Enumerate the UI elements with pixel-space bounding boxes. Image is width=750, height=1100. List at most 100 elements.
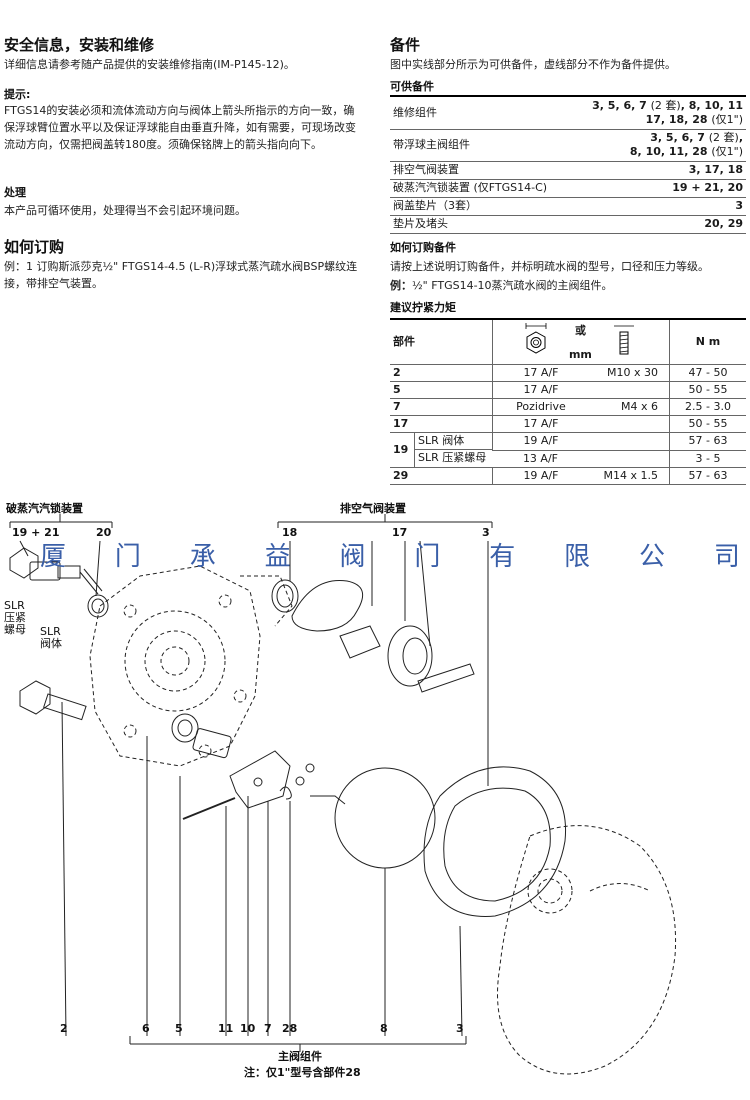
spring-part (279, 786, 292, 800)
spares-row: 阀盖垫片（3套） 3 (390, 197, 746, 216)
part-number-label: 19 + 21 (12, 526, 60, 539)
part-number-label: 18 (282, 526, 298, 539)
plug-part (192, 728, 232, 759)
bracket-part (229, 750, 291, 809)
torque-tool: 19 A/F (491, 432, 670, 451)
main-assembly-bracket (129, 1036, 467, 1052)
spares-row: 垫片及堵头 20, 29 (390, 215, 746, 234)
torque-nm: 57 - 63 (668, 432, 746, 451)
safety-text: 详细信息请参考随产品提供的安装维修指南(IM-P145-12)。 (4, 58, 295, 71)
spares-name: 维修组件 (390, 97, 570, 130)
torque-part: 7 (390, 398, 493, 416)
part-number-label: 5 (175, 1022, 183, 1035)
air-vent-group-label: 排空气阀装置 (340, 502, 406, 515)
torque-tool: 17 A/F (491, 381, 670, 399)
torque-nm: 2.5 - 3.0 (668, 398, 746, 416)
torque-part: 5 (390, 381, 493, 399)
part-number-label: 11 (218, 1022, 234, 1035)
wrench-size-icons (525, 323, 634, 355)
torque-nm: 3 - 5 (668, 450, 746, 468)
spares-value: 19 + 21, 20 (569, 179, 746, 198)
spares-row: 带浮球主阀组件 3, 5, 6, 7 (2 套), 8, 10, 11, 28 … (390, 129, 746, 162)
torque-row: 17 17 A/F 50 - 55 (390, 415, 746, 433)
disposal-text: 本产品可循环使用，处理得当不会引起环境问题。 (4, 204, 246, 217)
spares-row: 破蒸汽汽锁装置 (仅FTGS14-C) 19 + 21, 20 (390, 179, 746, 198)
spares-value: 3, 5, 6, 7 (2 套), 8, 10, 11, 28 (仅1") (569, 129, 746, 162)
or-label: 或 (574, 324, 586, 337)
part-number-label: 3 (456, 1022, 464, 1035)
note-text: FTGS14的安装必须和流体流动方向与阀体上箭头所指示的方向一致，确保浮球臂位置… (4, 104, 356, 151)
torque-row: 5 17 A/F 50 - 55 (390, 381, 746, 399)
spares-name: 带浮球主阀组件 (390, 129, 570, 162)
part-number-label: 7 (264, 1022, 272, 1035)
howto-order-text: 请按上述说明订购备件，并标明疏水阀的型号，口径和压力等级。 (390, 260, 709, 273)
spares-row: 维修组件 3, 5, 6, 7 (2 套), 8, 10, 11 17, 18,… (390, 97, 746, 130)
torque-nm: 50 - 55 (668, 381, 746, 399)
air-vent-clip (417, 663, 475, 693)
watermark: 厦门承益阀门有限公司 (40, 542, 740, 572)
part-number-label: 8 (380, 1022, 388, 1035)
air-vent-cage (291, 579, 364, 632)
diagram-note: 注：仅1"型号含部件28 (244, 1066, 361, 1079)
part-number-label: 20 (96, 526, 112, 539)
part-number-label: 2 (60, 1022, 68, 1035)
main-assembly-label: 主阀组件 (278, 1050, 322, 1063)
part-number-label: 6 (142, 1022, 150, 1035)
torque-nm: 47 - 50 (668, 364, 746, 382)
spares-name: 阀盖垫片（3套） (390, 197, 570, 216)
exploded-diagram: 厦门承益阀门有限公司 破蒸汽汽锁装置 19 + 21 20 排空气阀装置 18 … (0, 496, 750, 1100)
air-vent-element (387, 625, 433, 687)
torque-tool: 17 A/F (491, 415, 670, 433)
torque-head-part: 部件 (390, 319, 493, 365)
torque-nm: 50 - 55 (668, 415, 746, 433)
torque-title: 建议拧紧力矩 (390, 301, 456, 314)
order-example: 例：½" FTGS14-10蒸汽疏水阀的主阀组件。 (390, 277, 746, 294)
torque-tool: 13 A/F (492, 450, 670, 468)
spares-value: 3 (569, 197, 746, 216)
air-group-bracket (277, 514, 493, 786)
safety-title: 安全信息，安装和维修 (4, 36, 155, 54)
spares-table: 维修组件 3, 5, 6, 7 (2 套), 8, 10, 11 17, 18,… (390, 95, 746, 234)
torque-part: 2 (390, 364, 493, 382)
air-vent-gasket (271, 579, 299, 613)
torque-row: 13 A/F 3 - 5 (390, 450, 746, 468)
howto-order-title: 如何订购备件 (390, 241, 456, 254)
order-title: 如何订购 (4, 238, 65, 256)
slr-assembly (9, 547, 109, 618)
torque-table: 部件 (390, 318, 746, 485)
torque-row: 19 SLR 阀体 SLR 压紧螺母 19 A/F 57 - 63 (390, 432, 746, 468)
torque-sub: SLR 压紧螺母 (418, 451, 487, 464)
float-ball-part (334, 767, 436, 869)
part-number-label: 3 (482, 526, 490, 539)
mm-label: mm (568, 348, 592, 361)
torque-part-19: 19 SLR 阀体 SLR 压紧螺母 (390, 432, 493, 468)
part-number-label: 28 (282, 1022, 298, 1035)
exploded-view-drawing (9, 514, 677, 1075)
spares-name: 排空气阀装置 (390, 161, 570, 180)
spares-value: 20, 29 (569, 215, 746, 234)
torque-part: 17 (390, 415, 493, 433)
torque-nm: 57 - 63 (668, 467, 746, 485)
order-text: 例：1 订购斯派莎克½" FTGS14-4.5 (L-R)浮球式蒸汽疏水阀BSP… (4, 260, 358, 290)
washer-part (171, 713, 199, 743)
disposal-title: 处理 (4, 186, 26, 199)
spares-row: 排空气阀装置 3, 17, 18 (390, 161, 746, 180)
part-number-label: 10 (240, 1022, 256, 1035)
torque-sub: SLR 阀体 (415, 433, 492, 450)
spares-title: 备件 (390, 36, 421, 54)
lock-group-label: 破蒸汽汽锁装置 (6, 502, 83, 515)
dashed-valve-cover (497, 825, 677, 1075)
example-text: ½" FTGS14-10蒸汽疏水阀的主阀组件。 (412, 279, 613, 292)
bolt-part (19, 680, 87, 1037)
torque-header-row: 部件 (390, 319, 746, 365)
cover-gasket-part (423, 766, 567, 917)
dashed-valve-body (89, 565, 293, 767)
screw-icon (613, 325, 634, 355)
spares-intro: 图中实线部分所示为可供备件，虚线部分不作为备件提供。 (390, 58, 676, 71)
